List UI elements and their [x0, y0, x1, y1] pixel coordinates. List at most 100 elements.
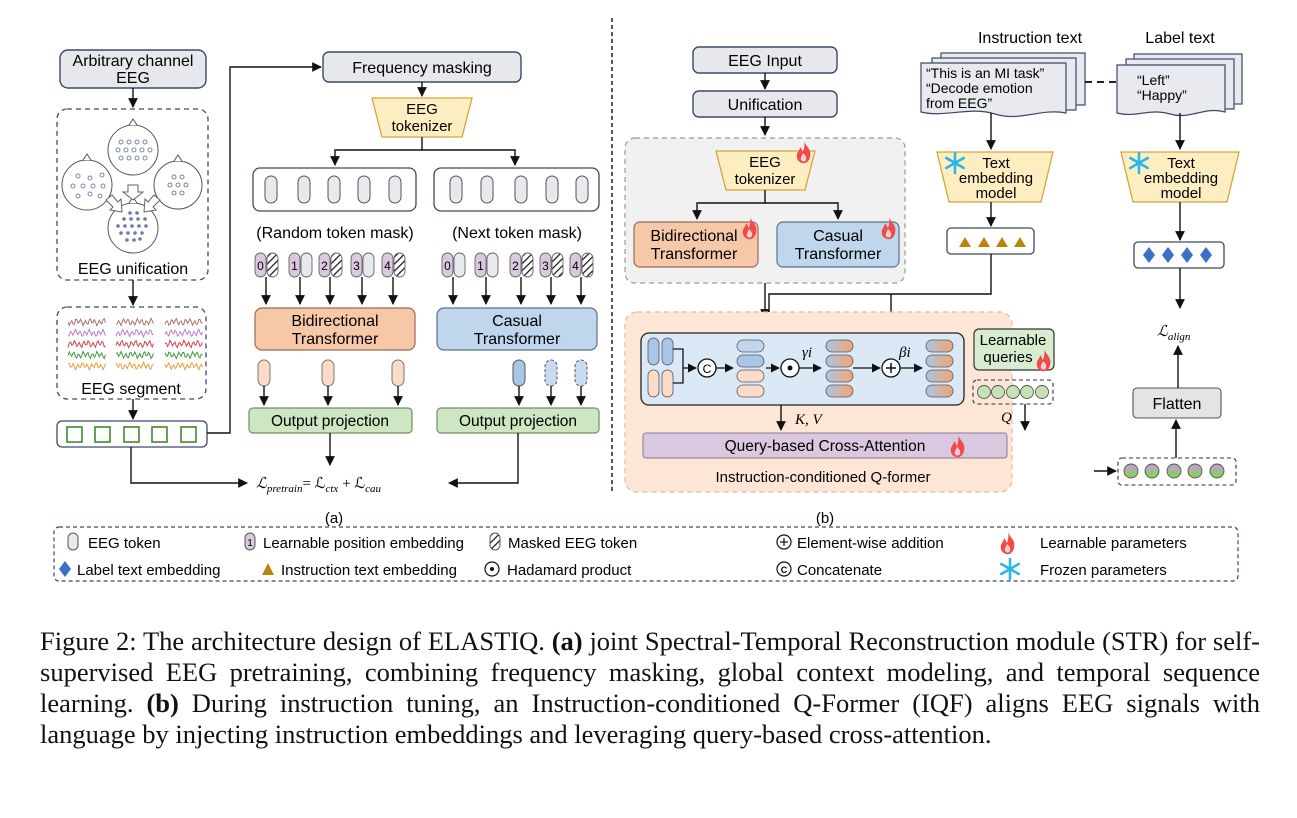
- eeg-wave: [164, 350, 203, 360]
- caption-b-text: During instruction tuning, an Instructio…: [40, 688, 1260, 749]
- concatenate-icon: C: [776, 561, 792, 577]
- legend-label: Element-wise addition: [797, 535, 944, 552]
- element-wise-addition-icon: [776, 534, 792, 550]
- casual-output-tokens: [512, 359, 588, 406]
- casual-b-line2: Transformer: [795, 246, 882, 263]
- eeg-wave: [67, 339, 106, 349]
- text-embed-2-line2: embedding: [1144, 170, 1218, 187]
- instruction-line-3: from EEG”: [926, 95, 992, 111]
- position-token-pair: 1: [474, 252, 499, 305]
- learnable-queries-line1: Learnable: [980, 332, 1047, 349]
- caption-a-tag: (a): [551, 626, 583, 656]
- eeg-wave: [115, 316, 154, 327]
- masked-token-icon: [330, 252, 343, 278]
- legend-label: Learnable parameters: [1040, 535, 1187, 552]
- panel-b-label: (b): [816, 510, 834, 527]
- position-embedding-icon: [539, 252, 552, 278]
- svg-text:ℒpretrain= ℒctx + ℒcau: ℒpretrain= ℒctx + ℒcau: [256, 476, 381, 495]
- svg-text:C: C: [703, 362, 712, 376]
- unification-box: Unification: [692, 90, 838, 118]
- qformer-label: Instruction-conditioned Q-former: [715, 469, 930, 486]
- eeg-token-icon: [486, 252, 499, 278]
- triangle-icon: [262, 563, 274, 575]
- panel-a: Arbitrary channel EEG: [56, 49, 600, 527]
- head-icon-unified: [107, 196, 159, 254]
- output-projection-2-label: Output projection: [459, 413, 577, 430]
- figure-caption: Figure 2: The architecture design of ELA…: [40, 626, 1260, 750]
- bidirectional-a-line1: Bidirectional: [291, 313, 378, 330]
- position-embedding-icon: [350, 252, 363, 278]
- tokenizer-b-line2: tokenizer: [735, 171, 796, 188]
- position-embedding-icon: 1: [244, 532, 256, 551]
- output-projection-casual: Output projection: [436, 407, 600, 434]
- legend-label: Label text embedding: [77, 562, 220, 579]
- position-index: 4: [572, 259, 579, 273]
- eeg-token-icon: [300, 252, 313, 278]
- bidirectional-a-line2: Transformer: [292, 331, 379, 348]
- flatten-box: Flatten: [1132, 387, 1222, 419]
- eeg-wave: [115, 339, 154, 349]
- align-loss: ℒalign: [1157, 324, 1191, 343]
- diamond-icon: [59, 561, 71, 577]
- learnable-queries-box: Learnable queries: [973, 328, 1055, 372]
- query-based-cross-attention: Query-based Cross-Attention: [642, 432, 1008, 459]
- label-line-2: “Happy”: [1137, 87, 1187, 103]
- caption-b-tag: (b): [146, 688, 179, 718]
- eeg-wave: [115, 328, 154, 339]
- modulated-tokens-1: [825, 339, 854, 398]
- eeg-encoder-group: EEG tokenizer Bidirectional Transformer …: [624, 137, 906, 284]
- masked-token-icon: [581, 252, 594, 278]
- query-tokens: [972, 379, 1054, 405]
- text-embed-1-line1: Text: [982, 155, 1010, 172]
- architecture-diagram: Arbitrary channel EEG: [53, 18, 1243, 582]
- frequency-masking-box: Frequency masking: [322, 51, 522, 83]
- eeg-waveforms: [67, 316, 203, 372]
- text-embed-1-line3: model: [976, 185, 1017, 202]
- beta-label: βi: [898, 345, 911, 361]
- eeg-segment-label: EEG segment: [81, 381, 181, 398]
- svg-text:1: 1: [247, 538, 253, 549]
- next-token-mask-label: (Next token mask): [452, 225, 582, 242]
- label-text-title: Label text: [1145, 30, 1215, 47]
- concat-output-tokens: [736, 339, 765, 398]
- q-label: Q: [1001, 410, 1012, 426]
- legend-label: Frozen parameters: [1040, 562, 1167, 579]
- position-embedding-icon: [318, 252, 331, 278]
- output-projection-1-label: Output projection: [271, 413, 389, 430]
- position-token-pair: 1: [288, 252, 313, 305]
- arbitrary-channel-line1: Arbitrary channel: [73, 53, 194, 70]
- position-index: 3: [542, 259, 549, 273]
- eeg-wave: [164, 317, 203, 327]
- eeg-wave: [67, 350, 106, 360]
- bidirectional-transformer-a: Bidirectional Transformer: [254, 307, 416, 351]
- bidirectional-b-line1: Bidirectional: [650, 228, 737, 245]
- text-embedding-model-label: Text embedding model: [1120, 151, 1240, 203]
- tokenizer-b-line1: EEG: [749, 154, 781, 171]
- position-index: 2: [321, 259, 328, 273]
- eeg-wave: [164, 328, 203, 338]
- instruction-embedding-row: [946, 227, 1035, 255]
- eeg-tokenizer-a: EEG tokenizer: [371, 97, 473, 138]
- text-embedding-model-instruction: Text embedding model: [936, 151, 1054, 203]
- eeg-token-icon: [362, 252, 375, 278]
- instruction-line-1: “This is an MI task”: [926, 65, 1045, 81]
- position-embedding-icon: [288, 252, 301, 278]
- position-token-pair: 3: [350, 252, 375, 305]
- position-embedding-icon: [441, 252, 454, 278]
- position-index: 1: [477, 259, 484, 273]
- position-token-pair: 4: [381, 252, 406, 305]
- eeg-token-icon: [67, 532, 79, 551]
- eeg-token-icon: [453, 252, 466, 278]
- legend-label: Learnable position embedding: [263, 535, 464, 552]
- eeg-unification-label: EEG unification: [78, 261, 188, 278]
- masked-token-icon: [521, 252, 534, 278]
- position-index: 0: [257, 259, 264, 273]
- legend-label: Hadamard product: [507, 562, 632, 579]
- token-row-random: [252, 167, 417, 212]
- legend-label: Instruction text embedding: [281, 562, 457, 579]
- concatenate-icon: C: [697, 358, 717, 378]
- position-index: 4: [384, 259, 391, 273]
- casual-b-line1: Casual: [813, 228, 863, 245]
